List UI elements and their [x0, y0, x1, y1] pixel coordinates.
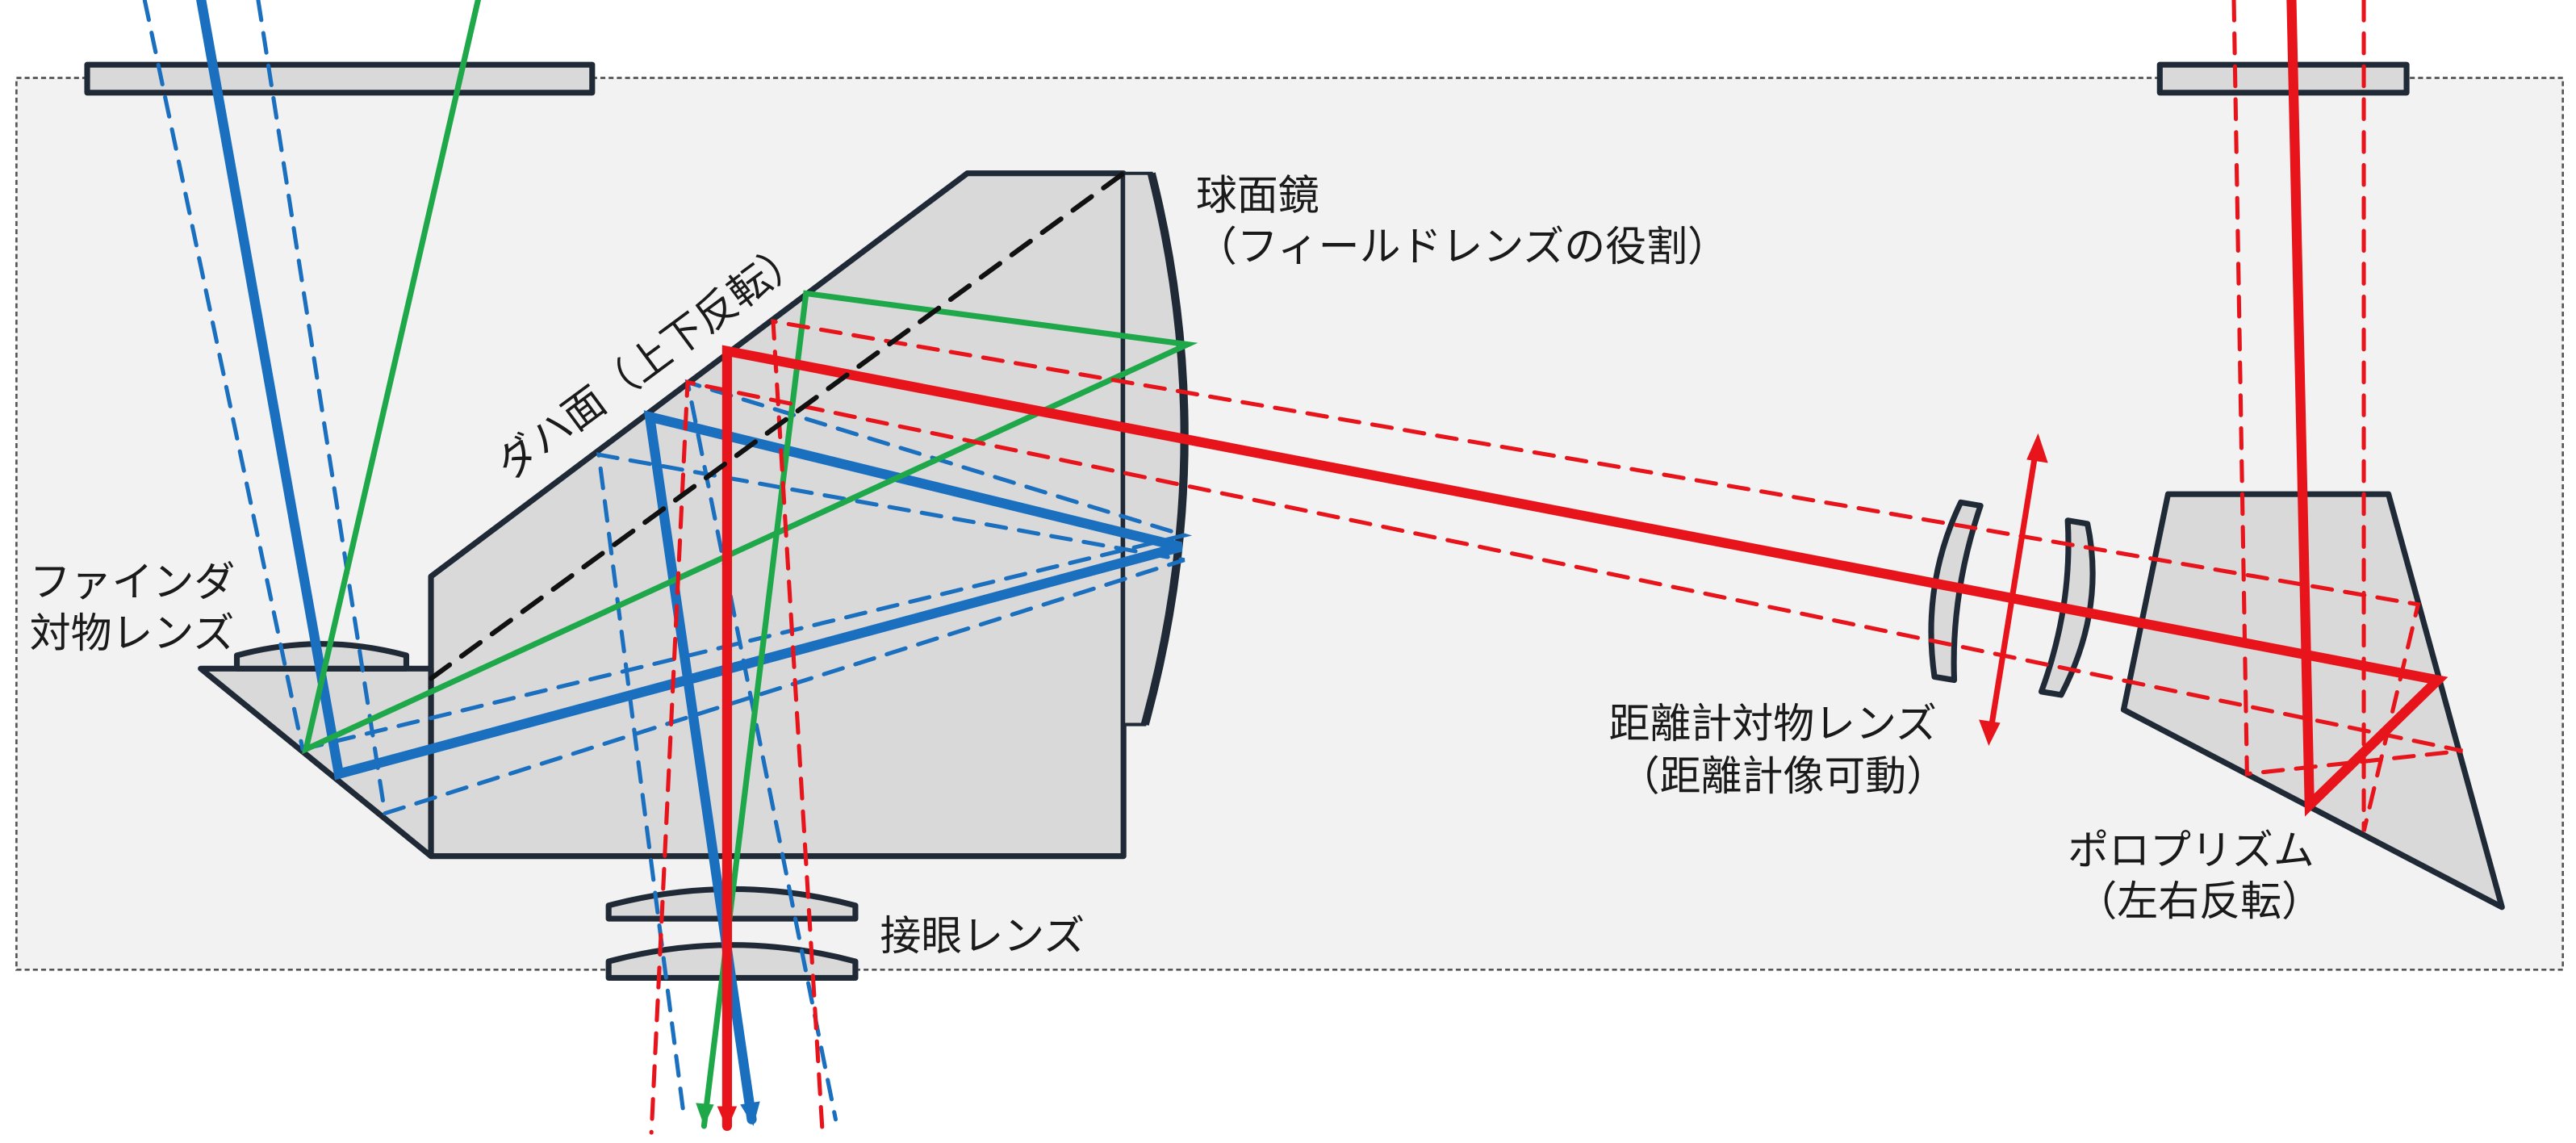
roof-ridge-line [428, 170, 1127, 681]
field-ray-main [302, 0, 1198, 1129]
eyepiece-label: 接眼レンズ [880, 913, 1085, 961]
red-exit-arrow [717, 1106, 738, 1129]
rangefinder-ray-main [721, 0, 2448, 1132]
finder-ray-main [196, 0, 1183, 1124]
spherical-mirror-sub-label: （フィールドレンズの役割） [1196, 224, 1729, 271]
finder-objective-sub-label: 対物レンズ [30, 610, 235, 658]
finder-objective-label: ファインダ [30, 559, 236, 607]
porro-prism [2120, 491, 2505, 911]
finder-window [84, 61, 596, 96]
arrow-head-up [2026, 433, 2048, 463]
porro-prism-sub-label: （左右反転） [2076, 878, 2323, 926]
rangefinder-ray-dash-2 [771, 0, 2421, 1135]
finder-ray-dash-4 [383, 452, 1186, 1122]
rangefinder-window [2156, 61, 2410, 96]
rangefinder-movement-arrow [1987, 446, 2039, 734]
finder-ray-dash-2 [256, 0, 387, 816]
green-exit-arrow [696, 1103, 714, 1126]
spherical-mirror-label: 球面鏡 [1196, 173, 1319, 220]
spherical-mirror-coating [1140, 172, 1189, 726]
rangefinder-objective-sub-label: （距離計像可動） [1619, 753, 1948, 801]
finder-ray-dash-1 [142, 0, 305, 752]
arrow-head-down [1979, 719, 2001, 747]
rangefinder-objective-label: 距離計対物レンズ [1608, 701, 1936, 748]
rangefinder-ray-dash-1 [649, 0, 2463, 1135]
porro-prism-label: ポロプリズム [2068, 827, 2315, 875]
